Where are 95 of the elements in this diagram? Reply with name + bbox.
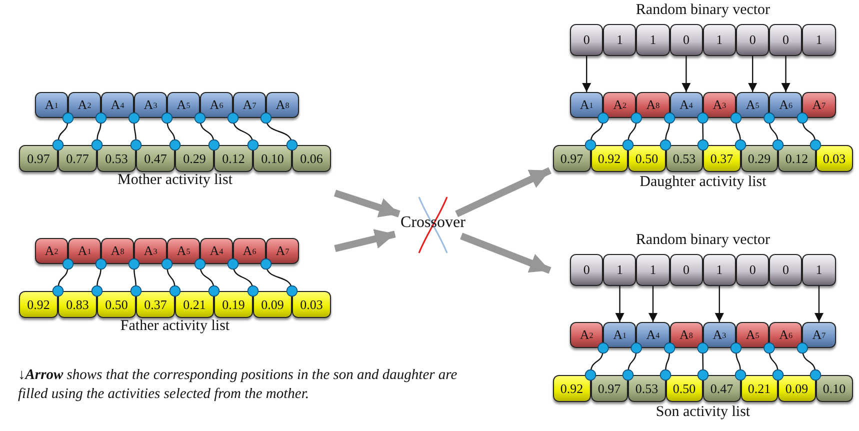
binary-digit-cell: 1	[802, 24, 836, 56]
binary-digit-cell: 0	[769, 24, 802, 56]
priority-value-cell: 0.97	[553, 145, 590, 172]
connector-wire	[796, 112, 822, 151]
connector-wire	[622, 112, 642, 151]
list-caption: Father activity list	[119, 318, 231, 335]
priority-value-cell: 0.29	[175, 145, 214, 172]
list-caption: Daughter activity list	[638, 174, 768, 191]
connector-wire	[260, 258, 298, 297]
binary-digit-cell: 1	[636, 254, 670, 286]
arrow	[748, 56, 758, 92]
priority-value-cell: 0.50	[97, 291, 136, 318]
priority-value-cell: 0.50	[628, 145, 666, 172]
priority-value-cell: 0.12	[778, 145, 816, 172]
priority-value-cell: 0.77	[58, 145, 97, 172]
connector-wire	[161, 112, 181, 151]
connector-wire	[161, 258, 181, 297]
block-arrow	[460, 232, 552, 274]
binary-digit-cell: 0	[736, 24, 770, 56]
binary-digit-cell: 0	[670, 254, 703, 286]
binary-digit-cell: 0	[570, 254, 604, 286]
binary-digit-cell: 0	[670, 24, 703, 56]
priority-value-cell: 0.29	[740, 145, 778, 172]
connector-wire	[194, 112, 220, 151]
connector-wire	[660, 112, 676, 151]
binary-digit-cell: 1	[636, 24, 670, 56]
connector-wire	[128, 258, 142, 297]
connector-wire	[697, 342, 709, 381]
priority-value-cell: 0.03	[292, 291, 331, 318]
connector-wire	[91, 112, 107, 151]
binary-digit-cell: 1	[802, 254, 836, 286]
priority-value-cell: 0.53	[666, 145, 703, 172]
connector-wire	[764, 342, 784, 381]
binary-digit-cell: 1	[603, 24, 636, 56]
priority-value-cell: 0.10	[816, 375, 853, 402]
priority-value-cell: 0.83	[58, 291, 97, 318]
connector-wire	[796, 342, 822, 381]
binary-digit-cell: 0	[769, 254, 802, 286]
priority-value-cell: 0.19	[214, 291, 253, 318]
connector-wire	[764, 112, 784, 151]
priority-value-cell: 0.37	[703, 145, 740, 172]
binary-digit-cell: 1	[702, 254, 736, 286]
priority-value-cell: 0.21	[175, 291, 214, 318]
priority-value-cell: 0.50	[666, 375, 703, 402]
binary-digit-cell: 1	[603, 254, 636, 286]
connector-wire	[730, 112, 746, 151]
list-caption: Mother activity list	[116, 172, 234, 189]
arrow	[814, 286, 824, 322]
priority-value-cell: 0.47	[703, 375, 740, 402]
connector-wire	[91, 258, 107, 297]
priority-value-cell: 0.09	[778, 375, 816, 402]
block-arrow	[455, 167, 552, 218]
arrow	[648, 286, 658, 322]
connector-wire	[622, 342, 642, 381]
priority-value-cell: 0.97	[19, 145, 58, 172]
priority-value-cell: 0.03	[816, 145, 853, 172]
connector-wire	[584, 112, 609, 151]
connector-wire	[52, 112, 74, 151]
connector-wire	[697, 112, 709, 151]
priority-value-cell: 0.21	[740, 375, 778, 402]
arrow	[682, 56, 691, 92]
arrow	[582, 56, 592, 92]
connector-wire	[584, 342, 609, 381]
binary-digit-cell: 0	[736, 254, 770, 286]
priority-value-cell: 0.53	[97, 145, 136, 172]
arrow	[781, 56, 790, 92]
priority-value-cell: 0.12	[214, 145, 253, 172]
priority-value-cell: 0.37	[136, 291, 175, 318]
list-caption: Son activity list	[654, 404, 752, 421]
note-text: ↓Arrow shows that the corresponding positions in the son and daughter are filled using the activities selected from the mother.	[18, 366, 458, 404]
connector-wire	[194, 258, 220, 297]
connector-wire	[128, 112, 142, 151]
vector-title: Random binary vector	[634, 2, 772, 19]
priority-value-cell: 0.09	[253, 291, 292, 318]
connector-wire	[52, 258, 74, 297]
vector-title: Random binary vector	[634, 232, 772, 249]
priority-value-cell: 0.92	[590, 145, 628, 172]
binary-digit-cell: 0	[570, 24, 604, 56]
arrow	[714, 286, 724, 322]
priority-value-cell: 0.92	[19, 291, 58, 318]
priority-value-cell: 0.10	[253, 145, 292, 172]
connector-wire	[227, 112, 259, 151]
binary-digit-cell: 1	[702, 24, 736, 56]
connector-wire	[730, 342, 746, 381]
priority-value-cell: 0.06	[292, 145, 331, 172]
connector-wire	[227, 258, 259, 297]
connector-wire	[260, 112, 298, 151]
priority-value-cell: 0.92	[553, 375, 590, 402]
priority-value-cell: 0.53	[628, 375, 666, 402]
block-arrow	[334, 190, 400, 218]
priority-value-cell: 0.97	[590, 375, 628, 402]
connector-wire	[660, 342, 676, 381]
block-arrow	[334, 229, 396, 252]
priority-value-cell: 0.47	[136, 145, 175, 172]
arrow	[615, 286, 624, 322]
